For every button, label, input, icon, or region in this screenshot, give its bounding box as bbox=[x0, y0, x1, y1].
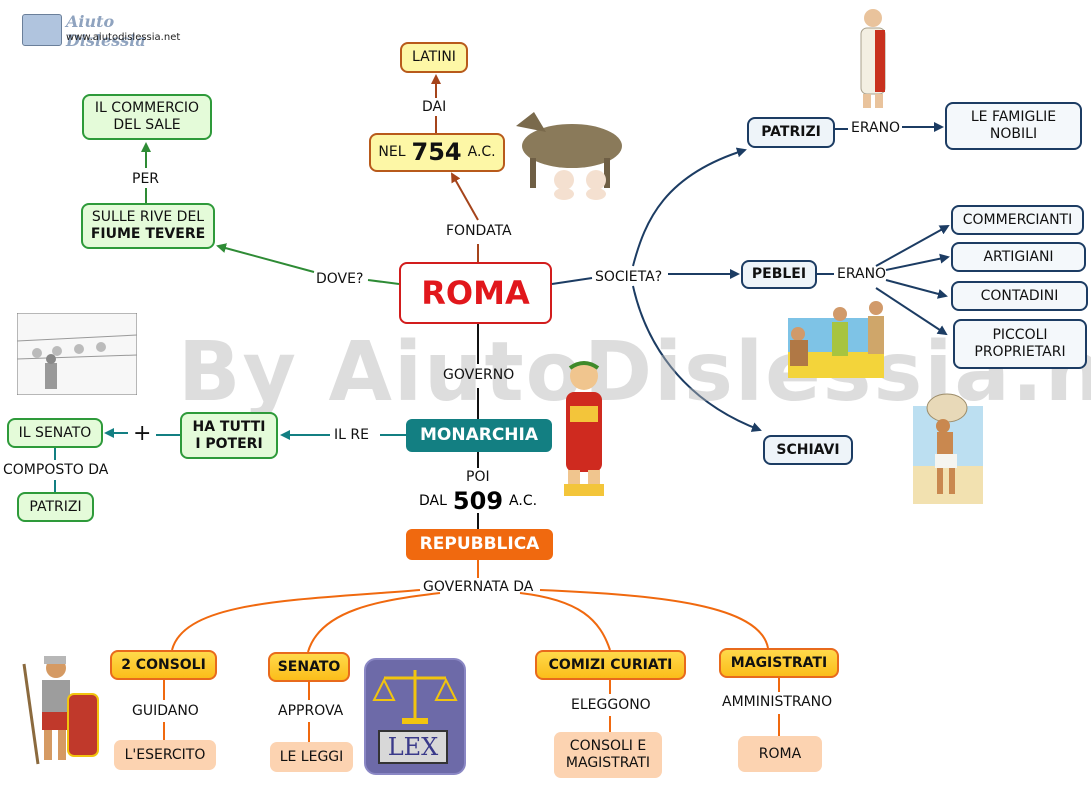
contadini-node[interactable]: CONTADINI bbox=[951, 281, 1088, 311]
consoli-node[interactable]: 2 CONSOLI bbox=[110, 650, 217, 680]
roma-amministrata-node[interactable]: ROMA bbox=[738, 736, 822, 772]
plebeian-picture bbox=[788, 301, 884, 378]
monarchia-connector bbox=[54, 428, 406, 492]
patrizi-node[interactable]: PATRIZI bbox=[747, 117, 835, 148]
societa-label: SOCIETA? bbox=[595, 269, 663, 285]
book-icon bbox=[22, 14, 62, 46]
consoli-magistrati-node[interactable]: CONSOLI E MAGISTRATI bbox=[554, 732, 662, 778]
governata-da-label: GOVERNATA DA bbox=[423, 579, 534, 595]
tutti-poteri-node[interactable]: HA TUTTI I POTERI bbox=[180, 412, 278, 459]
roma-node[interactable]: ROMA bbox=[399, 262, 552, 324]
king-picture bbox=[564, 361, 604, 496]
piccoli-proprietari-node[interactable]: PICCOLI PROPRIETARI bbox=[953, 319, 1087, 369]
slave-picture bbox=[913, 393, 983, 504]
comizi-curiati-node[interactable]: COMIZI CURIATI bbox=[535, 650, 686, 680]
monarchia-node[interactable]: MONARCHIA bbox=[406, 419, 552, 452]
governo-label: GOVERNO bbox=[443, 367, 515, 383]
lex-scales-icon bbox=[372, 670, 458, 724]
senate-picture bbox=[17, 313, 137, 395]
poi-label: POI bbox=[466, 469, 490, 485]
senato-node[interactable]: SENATO bbox=[268, 652, 350, 682]
famiglie-nobili-node[interactable]: LE FAMIGLIE NOBILI bbox=[945, 102, 1082, 150]
tevere-line2: FIUME TEVERE bbox=[90, 226, 206, 242]
guidano-label: GUIDANO bbox=[132, 703, 199, 719]
schiavi-node[interactable]: SCHIAVI bbox=[763, 435, 853, 465]
year-754-suffix: A.C. bbox=[467, 144, 496, 160]
year-754-number: 754 bbox=[411, 138, 462, 166]
peblei-erano-label: ERANO bbox=[837, 266, 887, 282]
repubblica-node[interactable]: REPUBBLICA bbox=[406, 529, 553, 560]
il-senato-node[interactable]: IL SENATO bbox=[7, 418, 103, 448]
esercito-node[interactable]: L'ESERCITO bbox=[114, 740, 216, 770]
per-label: PER bbox=[132, 171, 160, 187]
tevere-line1: SULLE RIVE DEL bbox=[91, 209, 205, 225]
year-754-prefix: NEL bbox=[378, 144, 406, 160]
approva-label: APPROVA bbox=[278, 703, 344, 719]
patrician-picture bbox=[860, 9, 886, 108]
dove-connector bbox=[141, 142, 400, 285]
commercianti-node[interactable]: COMMERCIANTI bbox=[951, 205, 1084, 235]
fondata-label: FONDATA bbox=[446, 223, 512, 239]
site-logo[interactable]: Aiuto Dislessia www.aiutodislessia.net bbox=[22, 12, 182, 50]
patrizi-senato-node[interactable]: PATRIZI bbox=[17, 492, 94, 522]
leggi-node[interactable]: LE LEGGI bbox=[270, 742, 353, 772]
lex-tablet: LEX bbox=[364, 658, 466, 775]
dai-label: DAI bbox=[422, 99, 447, 115]
year-754-node[interactable]: NEL 754 A.C. bbox=[369, 133, 505, 172]
amministrano-label: AMMINISTRANO bbox=[722, 694, 833, 710]
societa-connector bbox=[551, 122, 950, 432]
repubblica-connector bbox=[163, 560, 780, 742]
eleggono-label: ELEGGONO bbox=[571, 697, 651, 713]
year-509-prefix: DAL bbox=[419, 493, 447, 509]
legionary-picture bbox=[22, 656, 99, 765]
latini-node[interactable]: LATINI bbox=[400, 42, 468, 73]
lex-label: LEX bbox=[378, 730, 448, 764]
wolf-picture bbox=[516, 112, 622, 200]
commercio-sale-node[interactable]: IL COMMERCIO DEL SALE bbox=[82, 94, 212, 140]
year-509-number: 509 bbox=[452, 487, 504, 515]
peblei-node[interactable]: PEBLEI bbox=[741, 260, 817, 289]
dove-label: DOVE? bbox=[316, 271, 364, 287]
il-re-label: IL RE bbox=[334, 427, 369, 443]
year-509-suffix: A.C. bbox=[509, 493, 538, 509]
fondata-connector bbox=[431, 74, 479, 262]
artigiani-node[interactable]: ARTIGIANI bbox=[951, 242, 1086, 272]
logo-url: www.aiutodislessia.net bbox=[66, 32, 181, 43]
logo-name: Aiuto Dislessia bbox=[66, 12, 146, 50]
magistrati-node[interactable]: MAGISTRATI bbox=[719, 648, 839, 678]
composto-da-label: COMPOSTO DA bbox=[3, 462, 109, 478]
tevere-node[interactable]: SULLE RIVE DEL FIUME TEVERE bbox=[81, 203, 215, 249]
year-509: DAL 509 A.C. bbox=[419, 487, 537, 515]
plus-sign: + bbox=[133, 421, 152, 446]
patrizi-erano-label: ERANO bbox=[851, 120, 901, 136]
